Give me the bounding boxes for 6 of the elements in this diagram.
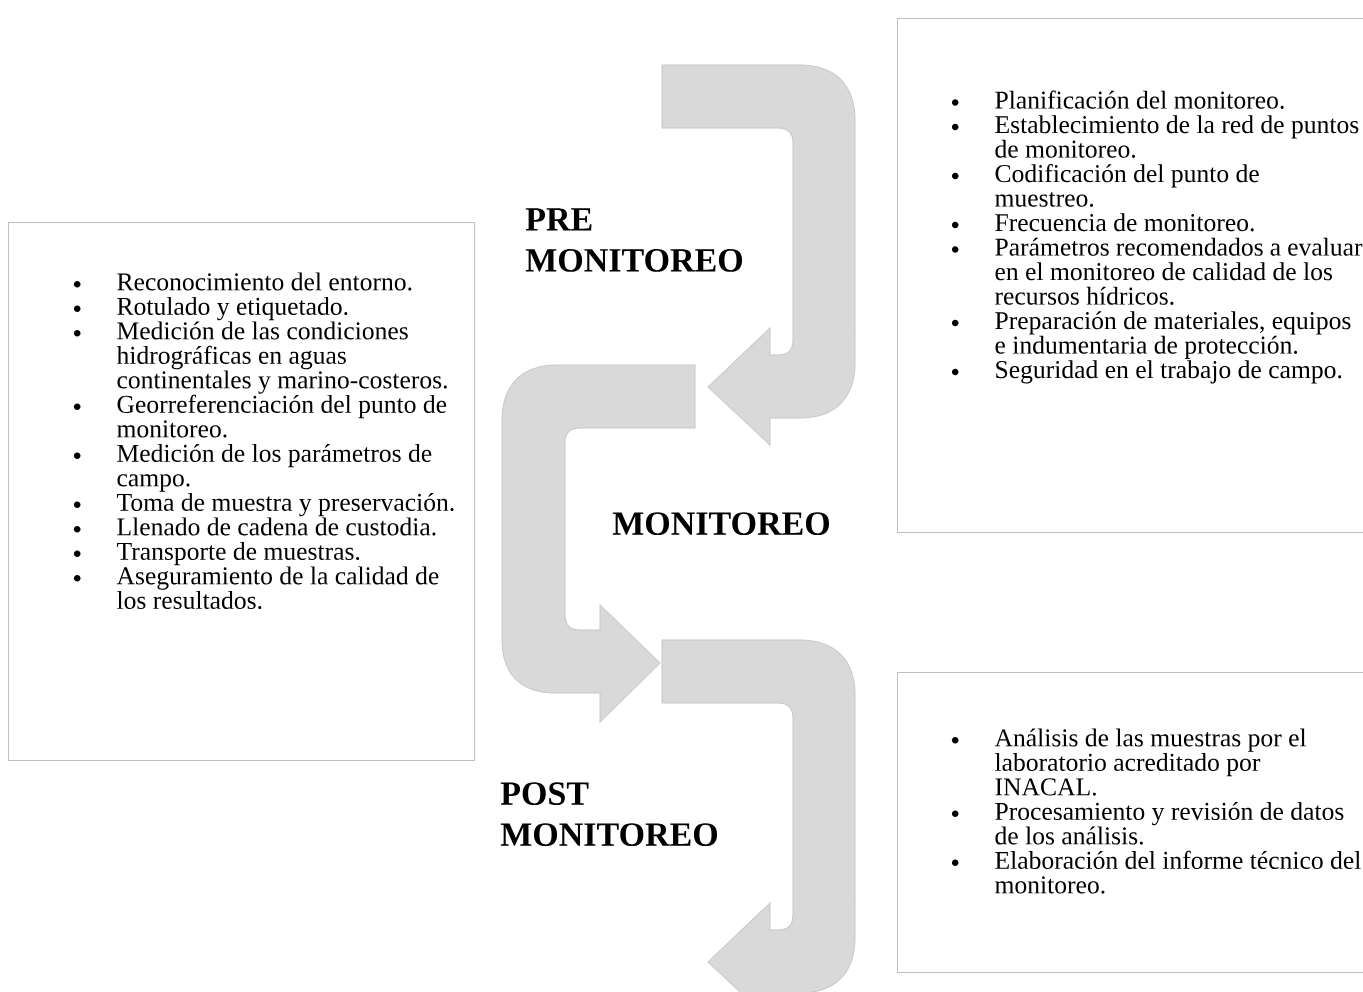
bullet-list-box: Análisis de las muestras por el laboratorio acreditado por INACAL. Procesamiento y revisión de datos de los análisis. Elaboración del informe técnico del monitoreo. (897, 672, 1363, 973)
stage-title: MONITOREO (612, 512, 830, 536)
bullet-list-box: Planificación del monitoreo. Establecimiento de la red de puntos de monitoreo. Codificación del punto de muestreo. Frecuencia de monitoreo. Parámetros recomendados a evaluar en el monitoreo de calidad de los recursos hídricos. Preparación de materiales, equipos e indumentaria de protección. Seguridad en el trabajo de campo. (897, 18, 1363, 533)
stage-title: PRE MONITOREO (525, 208, 743, 272)
bullet-list-box: Reconocimiento del entorno. Rotulado y etiquetado. Medición de las condiciones hidrográficas en aguas continentales y marino-costeros. Georreferenciación del punto de monitoreo. Medición de los parámetros de campo. Toma de muestra y preservación. Llenado de cadena de custodia. Transporte de muestras. Aseguramiento de la calidad de los resultados. (8, 222, 475, 761)
stage-title: POST MONITOREO (500, 782, 718, 847)
